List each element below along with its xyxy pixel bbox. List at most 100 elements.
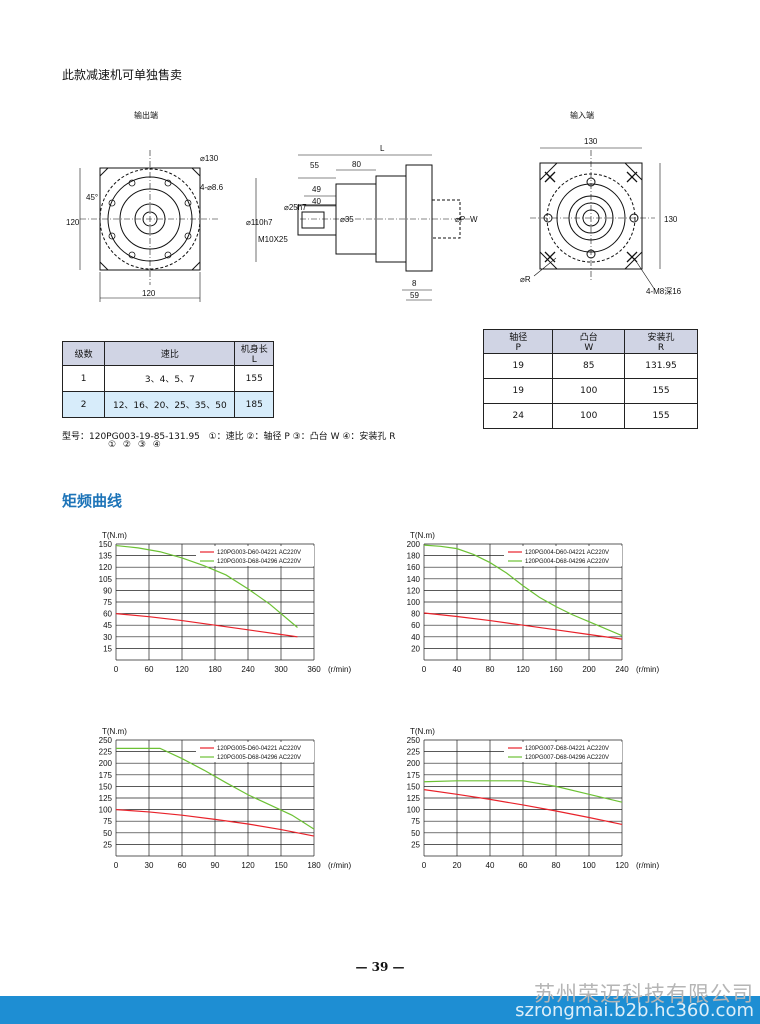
x-tick-label: 60 xyxy=(178,861,187,870)
x-tick-label: 80 xyxy=(552,861,561,870)
series-line xyxy=(423,789,623,826)
ratio-table: 级数 速比 机身长 L 1 3、4、5、7 155 2 12、16、20、25、… xyxy=(61,341,274,418)
model-code: 型号：120PG003-19-85-131.95 ①：速比 ②：轴径 P ③：凸… xyxy=(62,432,396,442)
y-axis-label: T(N.m) xyxy=(410,727,435,736)
y-tick-label: 40 xyxy=(411,633,420,642)
dim-R: ⌀R xyxy=(520,275,531,284)
y-tick-label: 175 xyxy=(99,771,113,780)
table-cell: 19 xyxy=(482,353,554,379)
dim-d130: ⌀130 xyxy=(200,154,219,163)
y-tick-label: 25 xyxy=(411,840,420,849)
y-tick-label: 125 xyxy=(407,794,421,803)
series-line xyxy=(423,780,623,803)
x-tick-label: 80 xyxy=(486,665,495,674)
dim-bolt: 4-M8深16 xyxy=(646,287,682,296)
x-axis-label: (r/min) xyxy=(636,861,659,870)
model-marks: ① ② ③ ④ xyxy=(108,440,163,450)
legend-label: 120PG003-D68-04296 AC220V xyxy=(217,559,301,565)
x-axis-label: (r/min) xyxy=(636,665,659,674)
dim-h120: 120 xyxy=(66,218,80,227)
dim-W: W xyxy=(470,215,478,224)
y-tick-label: 175 xyxy=(407,771,421,780)
series-line xyxy=(423,544,623,637)
legend-label: 120PG004-D60-04221 AC220V xyxy=(525,550,609,556)
dim-w130: 130 xyxy=(584,137,598,146)
section-title: 矩频曲线 xyxy=(62,492,123,510)
y-tick-label: 100 xyxy=(407,806,421,815)
table-cell: 85 xyxy=(552,353,626,379)
dim-d25: ⌀25h7 xyxy=(284,203,307,212)
series-line xyxy=(115,613,298,638)
x-tick-label: 60 xyxy=(145,665,154,674)
legend-box xyxy=(196,546,314,566)
y-axis-label: T(N.m) xyxy=(410,531,435,540)
x-tick-label: 30 xyxy=(145,861,154,870)
dim-d110: ⌀110h7 xyxy=(246,218,273,227)
y-tick-label: 100 xyxy=(99,806,113,815)
dim-w120: 120 xyxy=(142,289,156,298)
dim-80: 80 xyxy=(352,160,361,169)
series-line xyxy=(115,544,298,628)
table-cell: 24 xyxy=(482,403,554,429)
dim-49: 49 xyxy=(312,185,321,194)
dim-h130: 130 xyxy=(664,215,678,224)
table-cell: 100 xyxy=(552,403,626,429)
footer-bar xyxy=(0,996,760,1024)
table-cell: 12、16、20、25、35、50 xyxy=(104,391,236,418)
header-length: 机身长 L xyxy=(234,341,274,366)
x-tick-label: 20 xyxy=(453,861,462,870)
y-tick-label: 100 xyxy=(407,598,421,607)
x-axis-label: (r/min) xyxy=(328,665,351,674)
x-tick-label: 0 xyxy=(422,665,427,674)
y-tick-label: 50 xyxy=(411,829,420,838)
dim-holes: 4-⌀8.6 xyxy=(200,183,224,192)
x-tick-label: 180 xyxy=(307,861,321,870)
y-tick-label: 50 xyxy=(103,829,112,838)
technical-drawing: 输出端 输入端 ⌀130 4-⌀8.6 120 120 45° L 80 55 … xyxy=(66,110,682,302)
legend-label: 120PG007-D68-04221 AC220V xyxy=(525,746,609,752)
dim-m10: M10X25 xyxy=(258,235,288,244)
y-axis-label: T(N.m) xyxy=(102,531,127,540)
header-stage: 级数 xyxy=(61,341,106,366)
intro-text: 此款减速机可单独售卖 xyxy=(62,68,183,82)
y-tick-label: 80 xyxy=(411,610,420,619)
x-tick-label: 200 xyxy=(582,665,596,674)
x-tick-label: 40 xyxy=(486,861,495,870)
x-tick-label: 240 xyxy=(615,665,629,674)
x-tick-label: 120 xyxy=(516,665,530,674)
x-tick-label: 0 xyxy=(114,861,119,870)
table-cell: 155 xyxy=(234,365,274,392)
y-tick-label: 225 xyxy=(99,748,113,757)
dim-40: 40 xyxy=(312,197,321,206)
x-tick-label: 300 xyxy=(274,665,288,674)
table-cell: 3、4、5、7 xyxy=(104,365,236,392)
y-tick-label: 150 xyxy=(99,540,113,549)
x-tick-label: 120 xyxy=(615,861,629,870)
y-tick-label: 30 xyxy=(103,633,112,642)
x-tick-label: 0 xyxy=(422,861,427,870)
y-tick-label: 150 xyxy=(407,782,421,791)
legend-label: 120PG005-D60-04221 AC220V xyxy=(217,746,301,752)
y-tick-label: 160 xyxy=(407,563,421,572)
legend-box xyxy=(196,742,314,762)
y-tick-label: 120 xyxy=(407,586,421,595)
dim-angle: 45° xyxy=(86,193,98,202)
table-cell: 155 xyxy=(624,378,698,404)
legend-box xyxy=(504,546,622,566)
y-tick-label: 75 xyxy=(103,817,112,826)
y-tick-label: 60 xyxy=(103,610,112,619)
y-tick-label: 250 xyxy=(407,736,421,745)
dim-d35: ⌀35 xyxy=(340,215,354,224)
x-tick-label: 40 xyxy=(453,665,462,674)
x-tick-label: 180 xyxy=(208,665,222,674)
header-ratio: 速比 xyxy=(104,341,236,366)
series-line xyxy=(423,612,623,640)
y-tick-label: 45 xyxy=(103,621,112,630)
